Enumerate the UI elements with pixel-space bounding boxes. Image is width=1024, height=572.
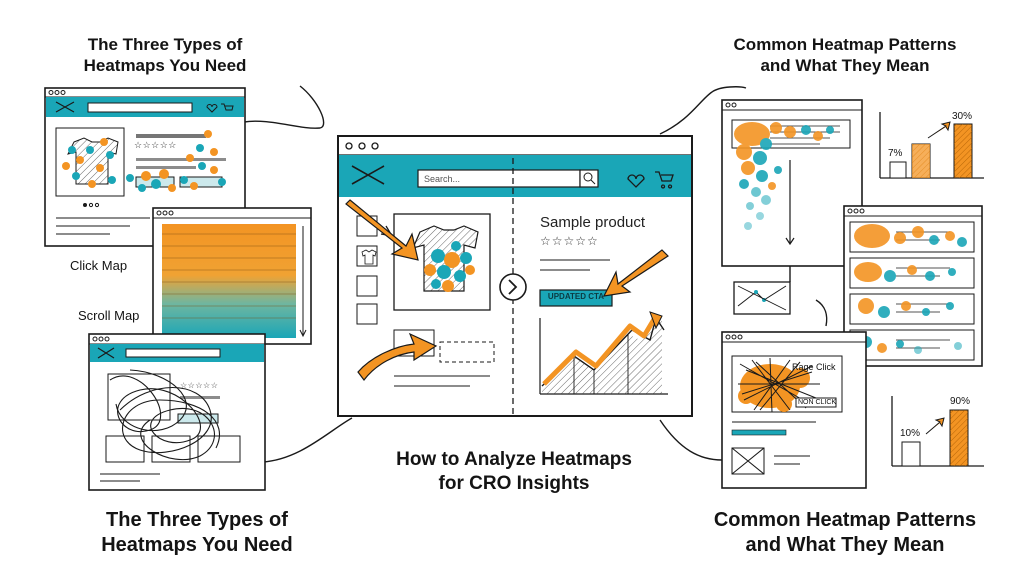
click-map-rating: ☆☆☆☆☆ xyxy=(134,140,177,150)
bar-chart-bottom xyxy=(891,396,984,467)
stat-bottom-after: 90% xyxy=(950,396,971,407)
move-map-rating: ☆☆☆☆☆ xyxy=(180,381,219,390)
list-heat-dots xyxy=(854,224,967,354)
heart-icon xyxy=(627,174,645,188)
f-pattern-page xyxy=(721,99,863,267)
non-click-label: NON CLICK xyxy=(798,399,837,406)
move-map-page xyxy=(88,333,266,491)
heading-center: How to Analyze Heatmaps for CRO Insights xyxy=(396,449,632,494)
click-dots xyxy=(62,130,226,192)
stat-bottom-before: 10% xyxy=(900,428,921,439)
heading-bottom-right: Common Heatmap Patterns and What They Me… xyxy=(713,509,977,556)
f-pattern-heat xyxy=(734,122,834,230)
rage-click-page xyxy=(721,331,867,489)
heading-bottom-left: The Three Types of Heatmaps You Need xyxy=(101,509,293,556)
heading-top-left: The Three Types of Heatmaps You Need xyxy=(83,35,247,75)
mini-flow-diagram xyxy=(733,281,791,315)
heading-top-right: Common Heatmap Patterns and What They Me… xyxy=(733,35,957,75)
center-product-page xyxy=(337,135,693,417)
bar-chart-top xyxy=(879,112,984,179)
label-click-map: Click Map xyxy=(70,258,128,273)
center-product-rating: ☆☆☆☆☆ xyxy=(540,234,599,248)
cart-icon xyxy=(655,171,674,189)
scroll-map-page xyxy=(152,207,312,345)
tshirt-heat-spots xyxy=(424,241,475,292)
label-scroll-map: Scroll Map xyxy=(78,308,140,323)
center-search-input[interactable]: Search... xyxy=(424,174,461,184)
center-product-title: Sample product xyxy=(540,214,646,231)
mouse-trails xyxy=(109,369,221,461)
rage-click-label: Rage Click xyxy=(792,362,836,372)
list-heat-page xyxy=(843,205,983,367)
stat-top-before: 7% xyxy=(888,148,903,159)
connector-lines xyxy=(243,85,828,463)
stat-top-after: 30% xyxy=(952,111,973,122)
center-cta-button[interactable]: UPDATED CTA xyxy=(547,292,605,301)
